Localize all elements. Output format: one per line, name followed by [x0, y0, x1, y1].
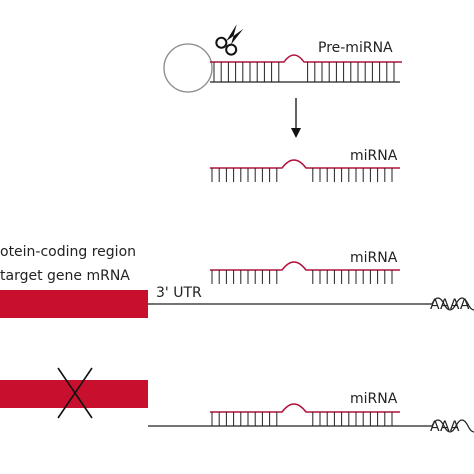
- coding-region-label-line1: otein-coding region: [0, 244, 136, 260]
- mirna-duplex-3: [210, 403, 400, 426]
- cross-mark-icon: [57, 367, 93, 419]
- mirna-label-2: miRNA: [350, 250, 398, 266]
- poly-a-tail-1: [431, 297, 474, 311]
- coding-region-label-line2: target gene mRNA: [0, 268, 130, 284]
- down-arrow-icon: [291, 98, 301, 138]
- poly-a-label-2: AAA: [430, 419, 460, 435]
- pre-mirna-top-strand: [210, 54, 402, 63]
- pre-mirna-label: Pre-miRNA: [318, 40, 393, 56]
- mirna-label-3: miRNA: [350, 391, 398, 407]
- mirna-duplex-2: [210, 261, 400, 284]
- scissors-icon: [215, 24, 244, 56]
- poly-a-tail-2: [431, 419, 474, 433]
- mirna-label-1: miRNA: [350, 148, 398, 164]
- pre-mirna-bottom-ticks: [213, 76, 395, 82]
- pre-mirna-hairpin: [163, 43, 402, 93]
- poly-a-label-1: AAAA: [430, 297, 470, 313]
- coding-region-block-1: [0, 290, 148, 318]
- hairpin-loop: [163, 43, 213, 93]
- pre-mirna-top-ticks: [213, 62, 395, 76]
- utr-label: 3' UTR: [156, 285, 202, 301]
- mirna-duplex-1: [210, 159, 400, 182]
